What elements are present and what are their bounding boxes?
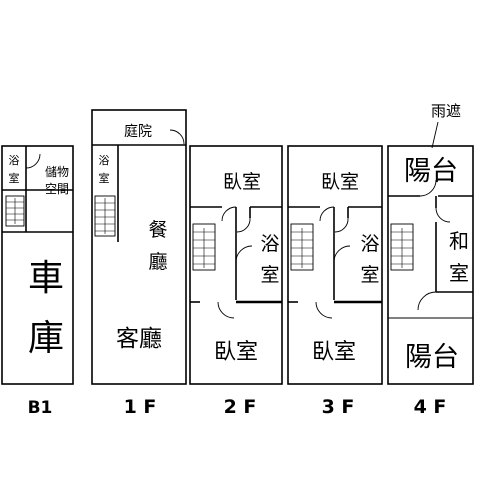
1f-stairs [94, 195, 116, 237]
1f-bath-label-1: 浴 [99, 154, 110, 167]
1f-bath-label-2: 室 [99, 171, 110, 185]
3f-outline [287, 145, 383, 385]
4f-japanese-room-label-1: 和 [449, 229, 469, 253]
4f-door-swing [435, 207, 451, 223]
1f-door-swing [169, 129, 185, 145]
3f-bedroom-bottom-label: 臥室 [312, 340, 356, 365]
4f-door-swing [419, 179, 437, 197]
floor-4f: 雨遮 陽台 和 室 陽台 4 F [387, 102, 474, 418]
4f-balcony-bottom-label: 陽台 [405, 342, 459, 373]
4f-stairs [390, 223, 414, 271]
2f-door-swing [217, 301, 235, 319]
2f-door-swing [221, 206, 237, 222]
b1-storage-label-2: 空間 [45, 182, 69, 196]
3f-stairs [290, 223, 314, 271]
floor-3f: 臥室 浴 室 臥室 3 F [287, 145, 383, 418]
4f-japanese-room-label-2: 室 [449, 261, 469, 285]
b1-stairs [5, 195, 25, 227]
2f-outline [189, 145, 283, 385]
b1-outline [1, 145, 74, 385]
floor-label-1f: 1 F [124, 396, 157, 418]
b1-bath-label-1: 浴 [9, 154, 20, 167]
floor-1f: 庭院 浴 室 餐 廳 客廳 1 F [91, 109, 187, 418]
b1-storage-label-1: 儲物 [45, 165, 69, 179]
2f-stairs [192, 223, 216, 271]
b1-bath-label-2: 室 [9, 171, 20, 185]
3f-door-swing [319, 206, 335, 222]
3f-bedroom-top-label: 臥室 [321, 171, 359, 193]
3f-bath-label-2: 室 [360, 264, 379, 286]
4f-door-swing [417, 291, 437, 311]
1f-dining-label-1: 餐 [148, 219, 167, 241]
1f-dining-label-2: 廳 [148, 251, 167, 273]
3f-door-swing [333, 245, 351, 263]
2f-bath-label-2: 室 [260, 264, 279, 286]
floor-label-2f: 2 F [224, 396, 257, 418]
4f-canopy-pointer [431, 121, 439, 149]
b1-garage-label-2: 庫 [28, 318, 64, 359]
3f-bath-label-1: 浴 [360, 233, 379, 255]
3f-door-swing [334, 217, 349, 233]
1f-courtyard-label: 庭院 [124, 123, 152, 140]
floor-label-4f: 4 F [414, 396, 447, 418]
3f-door-swing [315, 301, 333, 319]
2f-bath-label-1: 浴 [260, 233, 279, 255]
4f-outline [387, 145, 474, 385]
1f-outline [91, 109, 187, 385]
floor-2f: 臥室 浴 室 臥室 2 F [189, 145, 283, 418]
2f-bedroom-bottom-label: 臥室 [214, 340, 258, 365]
4f-balcony-top-label: 陽台 [404, 156, 458, 187]
floor-b1: 浴 室 儲物 空間 車 庫 B1 [1, 145, 74, 418]
floor-label-3f: 3 F [322, 396, 355, 418]
1f-living-label: 客廳 [116, 326, 162, 352]
floor-label-b1: B1 [28, 398, 53, 418]
2f-door-swing [235, 245, 253, 263]
b1-garage-label-1: 車 [28, 258, 64, 299]
4f-canopy-label: 雨遮 [431, 102, 461, 120]
b1-door-swing [25, 153, 41, 169]
2f-door-swing [236, 217, 251, 233]
2f-bedroom-top-label: 臥室 [223, 171, 261, 193]
